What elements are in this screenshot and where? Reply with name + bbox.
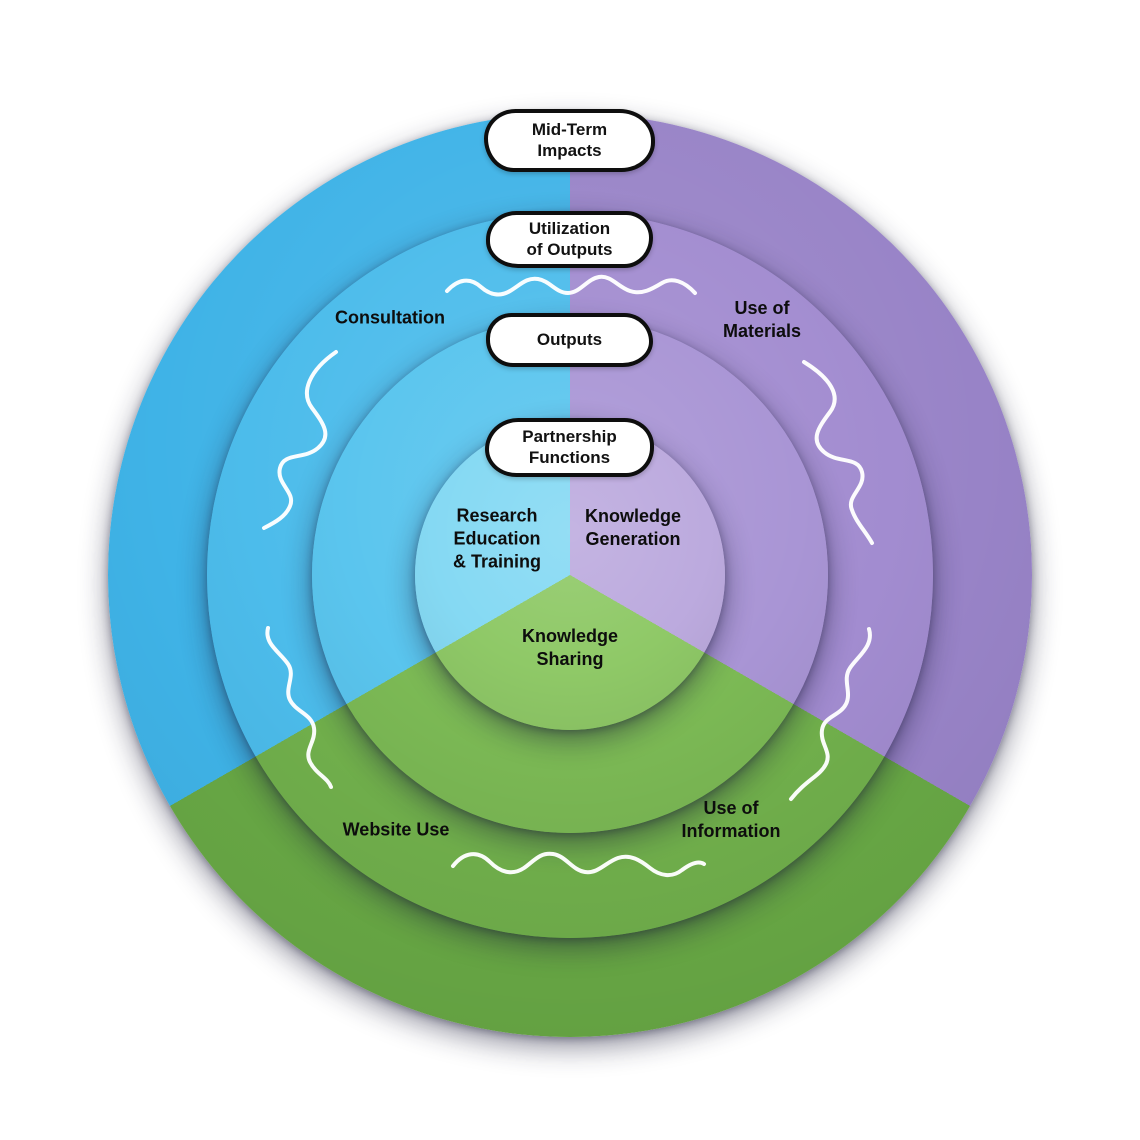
label-website-use: Website Use [342, 819, 450, 840]
pill-mid-term-impacts: Mid-Term Impacts [484, 109, 655, 172]
label-knowledge-generation: Knowledge Generation [584, 505, 682, 549]
pill-outputs: Outputs [486, 313, 653, 367]
label-use-of-information: Use of Information [681, 797, 781, 841]
label-consultation: Consultation [335, 307, 445, 328]
label-knowledge-sharing: Knowledge Sharing [521, 625, 619, 669]
pill-partnership-functions: Partnership Functions [485, 418, 654, 477]
pill-utilization-of-outputs: Utilization of Outputs [486, 211, 653, 268]
label-research-education-training: Research Education & Training [452, 505, 542, 572]
label-use-of-materials: Use of Materials [722, 297, 802, 341]
inner-circle-partnership-functions [415, 420, 725, 730]
